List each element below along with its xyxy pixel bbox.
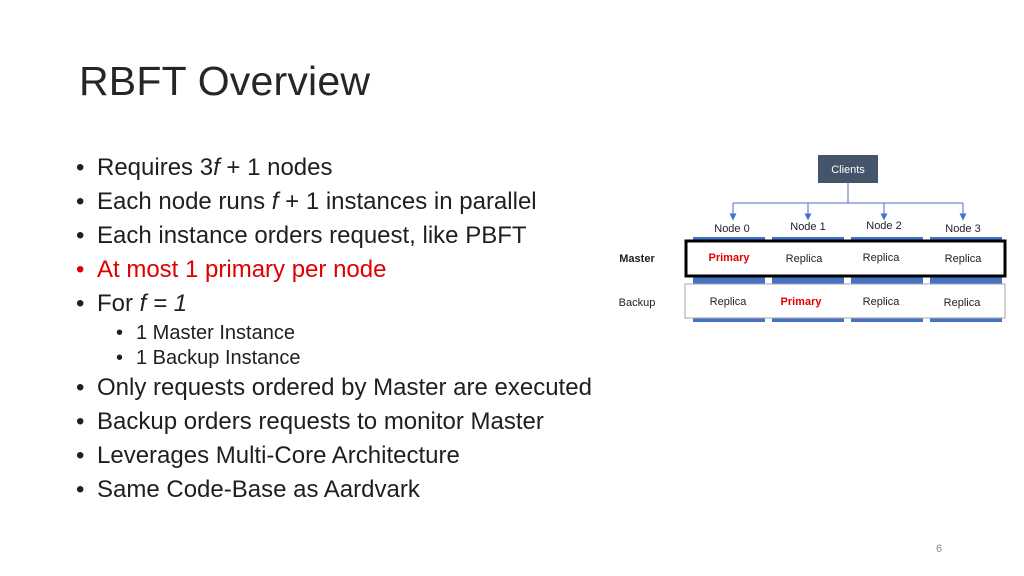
node-0-column: [693, 237, 765, 322]
bullet-master-executed: Only requests ordered by Master are exec…: [76, 371, 636, 405]
backup-node-0-replica: Replica: [710, 296, 748, 308]
node-0-label: Node 0: [714, 223, 749, 235]
node-1-label: Node 1: [790, 221, 825, 233]
clients-label: Clients: [831, 164, 865, 176]
bullet-multi-core: Leverages Multi-Core Architecture: [76, 439, 636, 473]
slide-title: RBFT Overview: [79, 58, 371, 104]
backup-node-3-replica: Replica: [944, 297, 982, 309]
master-node-3-replica: Replica: [945, 253, 983, 265]
page-number: 6: [936, 543, 943, 555]
bullet-backup-monitors: Backup orders requests to monitor Master: [76, 405, 636, 439]
client-connectors: [729, 183, 967, 221]
bullet-list: Requires 3f + 1 nodes Each node runs f +…: [76, 151, 636, 507]
master-node-2-replica: Replica: [863, 252, 901, 264]
master-node-0-primary: Primary: [709, 252, 751, 264]
bullet-aardvark-codebase: Same Code-Base as Aardvark: [76, 473, 636, 507]
node-3-label: Node 3: [945, 223, 980, 235]
node-2-label: Node 2: [866, 220, 901, 232]
master-node-1-replica: Replica: [786, 253, 824, 265]
node-1-column: [772, 237, 844, 322]
subbullet-backup-instance: 1 Backup Instance: [76, 346, 636, 371]
master-row-box: [684, 239, 1007, 278]
bullet-instances-in-parallel: Each node runs f + 1 instances in parall…: [76, 185, 636, 219]
subbullet-master-instance: 1 Master Instance: [76, 321, 636, 346]
node-columns: [693, 237, 1002, 322]
bullet-orders-like-pbft: Each instance orders request, like PBFT: [76, 219, 636, 253]
backup-node-1-primary: Primary: [781, 296, 823, 308]
bullet-for-f-equals-1: For f = 1: [76, 287, 636, 321]
bullet-one-primary-per-node: At most 1 primary per node: [76, 253, 636, 287]
node-2-column: [851, 237, 923, 322]
node-3-column: [930, 237, 1002, 322]
bullet-requires-nodes: Requires 3f + 1 nodes: [76, 151, 636, 185]
backup-node-2-replica: Replica: [863, 296, 901, 308]
clients-box: [818, 155, 878, 183]
backup-row-box: [684, 283, 1006, 319]
